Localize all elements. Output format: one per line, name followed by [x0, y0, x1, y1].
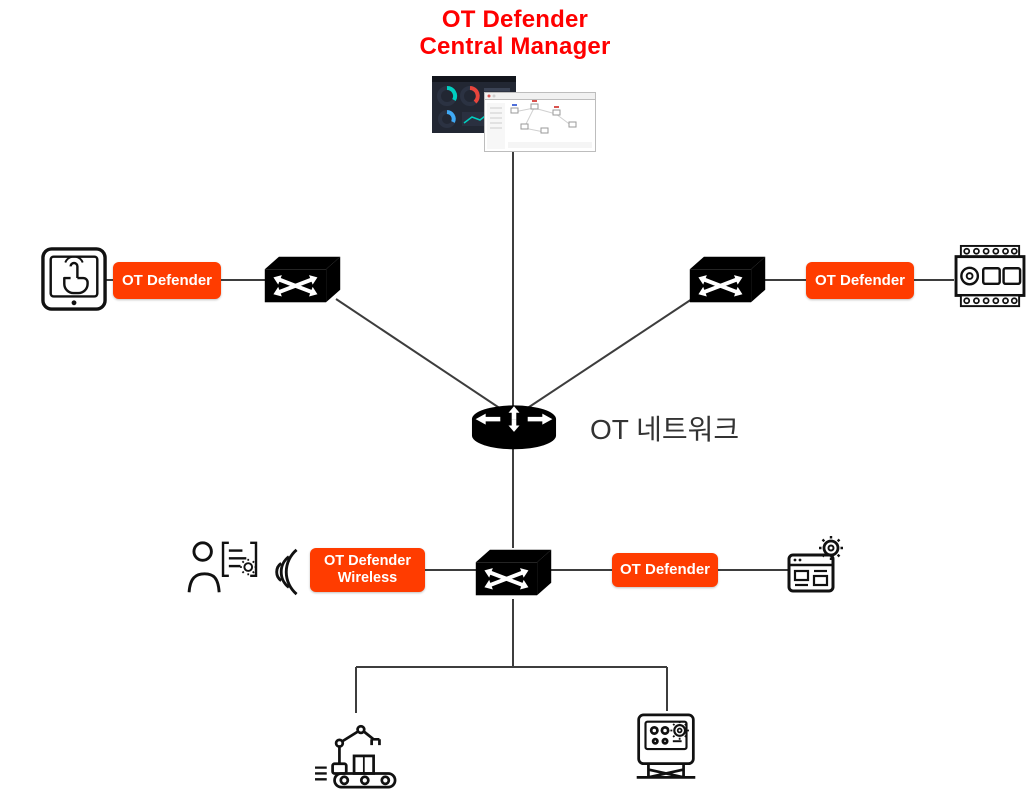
wireless-waves-icon	[275, 548, 298, 596]
badge-label-line-1: OT Defender	[323, 552, 411, 569]
wireless-link	[267, 547, 305, 597]
industrial-machine-icon	[636, 713, 696, 779]
gear-icon	[670, 721, 689, 740]
title-line-2: Central Manager	[419, 33, 611, 60]
robot-arm-device	[311, 711, 403, 793]
badge-label: OT Defender	[619, 561, 710, 578]
industrial-machine-device	[623, 709, 709, 791]
network-switch-icon	[264, 256, 341, 303]
router-icon	[471, 405, 557, 450]
badge-label-line-2: Wireless	[337, 570, 398, 586]
ot-network-label: OT 네트워크	[590, 414, 740, 445]
badge-label: OT Defender	[814, 271, 905, 289]
robot-arm-conveyor-icon	[315, 724, 397, 789]
web-app-gear-icon	[787, 536, 843, 593]
badge-ot-defender-left: OT Defender	[113, 262, 221, 299]
engineer-device	[186, 537, 262, 601]
gear-icon	[240, 558, 257, 576]
ot-network-router	[468, 399, 560, 452]
badge-label: OT Defender	[121, 271, 212, 289]
switch-top-left	[263, 252, 342, 307]
web-app-device	[787, 535, 849, 595]
badge-ot-defender-wireless: OT Defender Wireless	[310, 548, 425, 592]
plc-device	[953, 244, 1027, 310]
switch-bottom	[474, 545, 553, 600]
gear-icon	[819, 536, 843, 560]
network-switch-icon	[475, 549, 552, 596]
hmi-device	[40, 246, 108, 312]
diagram-title: OT Defender Central Manager	[0, 6, 1030, 60]
hmi-touch-panel-icon	[41, 247, 107, 311]
dashboard-light-screenshot	[484, 92, 596, 152]
plc-icon	[954, 244, 1026, 308]
badge-ot-defender-bottom-right: OT Defender	[612, 553, 718, 587]
engineer-config-icon	[187, 541, 258, 593]
network-switch-icon	[689, 256, 766, 303]
badge-ot-defender-right: OT Defender	[806, 262, 914, 299]
switch-top-right	[688, 252, 767, 307]
title-line-1: OT Defender	[441, 6, 589, 33]
